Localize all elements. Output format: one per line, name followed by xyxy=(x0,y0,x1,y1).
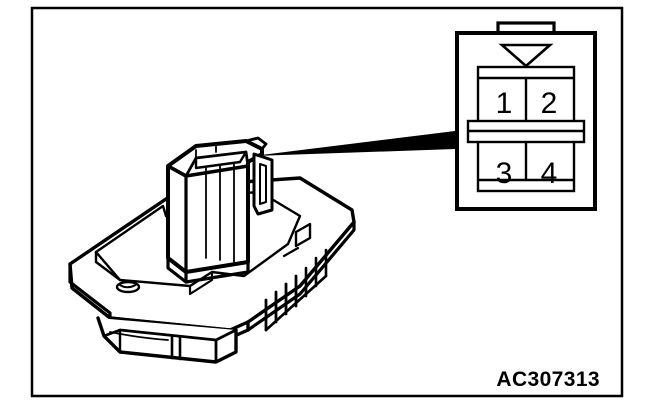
lower-shroud-right-face xyxy=(214,328,238,342)
flange-keyway-notch xyxy=(294,222,312,248)
reference-code-label: AC307313 xyxy=(496,368,600,391)
flange-rib-a xyxy=(282,246,300,258)
terminal-number-4: 4 xyxy=(541,157,558,190)
socket-latch-window xyxy=(259,163,267,205)
mounting-hole-outer xyxy=(115,280,141,294)
socket-latch-arm xyxy=(252,152,274,216)
lower-shroud-shade-line xyxy=(109,331,169,341)
flange-edge-left xyxy=(68,262,112,320)
socket-wall-thickness xyxy=(194,150,248,170)
socket-rim-left-slope xyxy=(166,144,198,168)
flange-step-left xyxy=(94,250,122,282)
mounting-hole-inner-shade xyxy=(119,283,138,289)
terminal-number-3: 3 xyxy=(496,157,513,190)
terminal-number-2: 2 xyxy=(541,87,558,120)
leader-wedge xyxy=(253,131,455,156)
figure-border xyxy=(30,6,624,398)
flange-step-front xyxy=(188,270,214,296)
keying-triangle-icon xyxy=(498,43,554,68)
socket-inner-cavity xyxy=(184,150,250,178)
terminal-number-1: 1 xyxy=(496,87,513,120)
socket-top-tab xyxy=(244,136,268,151)
component-drawing xyxy=(68,136,356,364)
side-rib-bottom-connector xyxy=(264,274,328,332)
connector-face-view: 1 2 3 4 xyxy=(455,21,597,211)
socket-skirt-front xyxy=(184,260,250,284)
flange-inner-pad xyxy=(94,190,302,288)
